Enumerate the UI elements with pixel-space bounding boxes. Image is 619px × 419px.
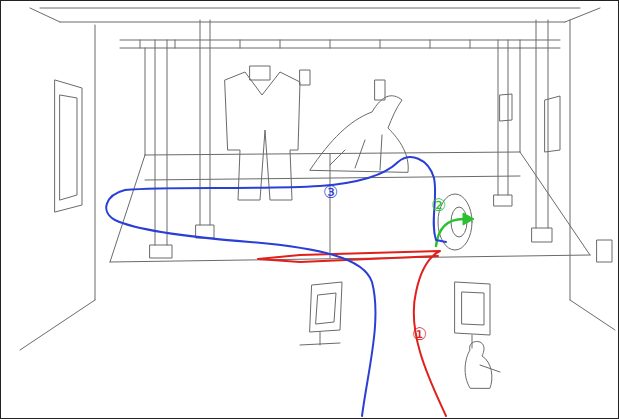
- pillar: [494, 40, 512, 206]
- callout-number: ①: [412, 326, 427, 343]
- rail-balusters: [140, 40, 520, 48]
- ceiling-rail: [40, 8, 580, 48]
- creature-statue: [310, 96, 408, 172]
- ceiling-edge: [30, 8, 600, 22]
- wall-painting: [55, 80, 82, 212]
- picture-stand: [455, 282, 490, 348]
- back-wall: [145, 48, 520, 155]
- coat-statue: [225, 66, 300, 200]
- callout-number: ③: [323, 184, 338, 201]
- wall-plaque: [300, 70, 385, 100]
- pillar-base: [597, 240, 612, 262]
- side-wall: [20, 20, 615, 350]
- picture-stand: [300, 282, 342, 345]
- route-path: [436, 219, 466, 246]
- callout-number: ②: [431, 197, 446, 214]
- pillar: [532, 20, 552, 242]
- dog-figure: [465, 341, 500, 388]
- pillar: [150, 40, 172, 258]
- pillar: [196, 20, 214, 238]
- floor-grid: [110, 152, 590, 262]
- route-arrowhead: [463, 213, 474, 225]
- wall-painting: [500, 94, 560, 152]
- route-path: [258, 251, 446, 416]
- route-path: [106, 157, 446, 416]
